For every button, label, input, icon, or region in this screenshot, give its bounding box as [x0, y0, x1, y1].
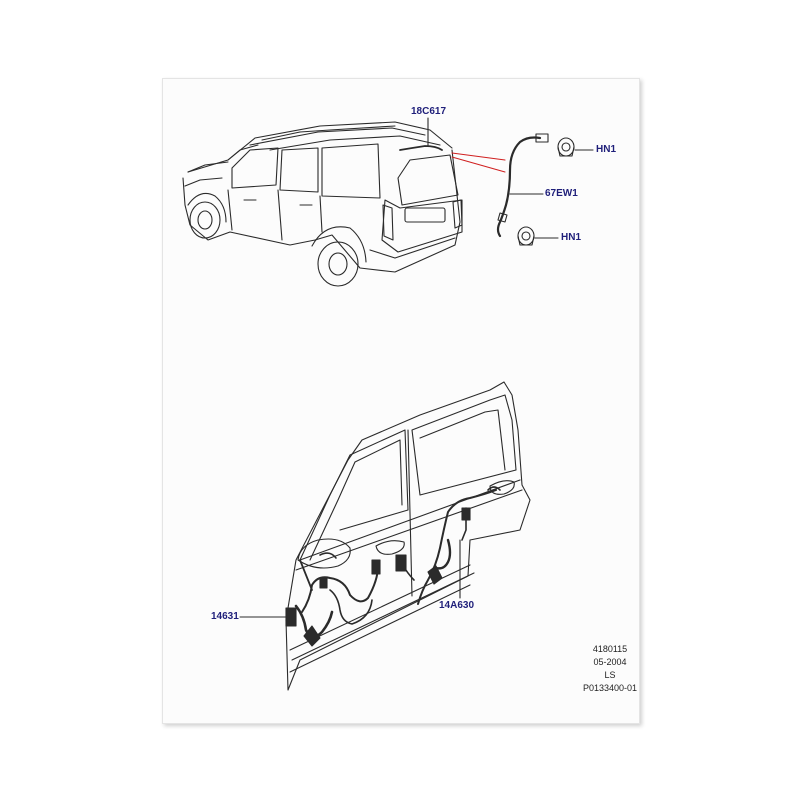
callout-hn1-bottom: HN1 — [561, 232, 582, 243]
callout-67ew1: 67EW1 — [545, 188, 578, 199]
washer-hose — [496, 133, 549, 238]
reference-number: 4180115 — [592, 644, 628, 654]
nut-hn1-top — [557, 137, 594, 157]
reference-date: 05-2004 — [593, 657, 627, 667]
vehicle-illustration — [182, 121, 463, 287]
nut-hn1-bottom — [517, 226, 559, 246]
diagram-frame — [162, 78, 640, 724]
reference-code: LS — [604, 670, 616, 680]
callout-18c617: 18C617 — [411, 106, 447, 117]
callout-14a630: 14A630 — [439, 600, 475, 611]
door-illustration — [285, 381, 531, 691]
callout-14631: 14631 — [211, 611, 239, 622]
callout-hn1-top: HN1 — [596, 144, 617, 155]
reference-part-id: P0133400-01 — [582, 683, 638, 693]
